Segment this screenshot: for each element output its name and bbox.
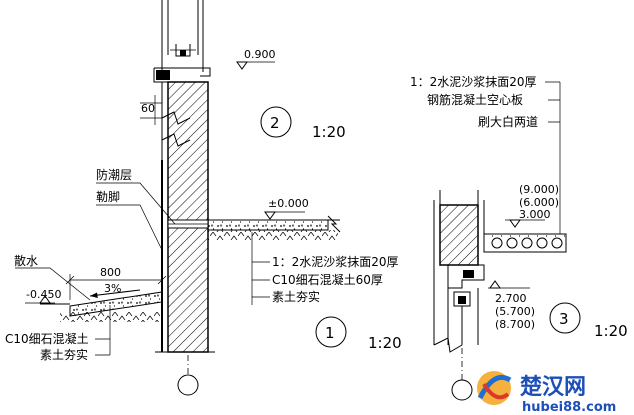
label-damp-proof: 防潮层 — [96, 167, 132, 182]
elevation-5700: (5.700) — [495, 305, 535, 318]
watermark: 楚汉网 hubei88.com — [477, 371, 616, 415]
elevation-ground: -0.450 — [26, 288, 61, 301]
ceiling-layer-1: 1：2水泥沙浆抹面20厚 — [410, 74, 537, 89]
detail-2-number: 2 — [270, 114, 280, 132]
detail-3-circle — [549, 302, 581, 334]
elevation-6000: (6.000) — [519, 196, 559, 209]
detail-1-scale: 1:20 — [368, 334, 402, 352]
detail-2-circle — [260, 106, 292, 138]
apron-layer-1: C10细石混凝土 — [5, 331, 89, 346]
label-plinth: 勒脚 — [96, 189, 120, 204]
detail-2-scale: 1:20 — [312, 123, 346, 141]
floor-slab — [207, 215, 341, 240]
elevation-0900: 0.900 — [244, 48, 276, 61]
ceiling-layer-3: 刷大白两道 — [478, 114, 538, 129]
dimension-60: 60 — [141, 102, 155, 115]
detail-2-markers — [140, 61, 347, 348]
elevation-markers-1 — [25, 211, 305, 304]
elevation-2700: 2.700 — [495, 292, 527, 305]
elevation-8700: (8.700) — [495, 318, 535, 331]
detail-3-leaders — [488, 81, 561, 289]
apron-layer-2: 素土夯实 — [40, 347, 88, 362]
elevation-3000: 3.000 — [519, 208, 551, 221]
floor-layer-3: 素土夯实 — [272, 289, 320, 304]
elevation-floor: ±0.000 — [268, 197, 309, 210]
axis-bubble — [177, 374, 199, 396]
dimension-800 — [65, 274, 167, 300]
brick-wall-hatch — [167, 81, 209, 353]
ceiling-layer-2: 钢筋混凝土空心板 — [427, 92, 523, 107]
apron-width: 800 — [100, 266, 121, 279]
detail-1-leaders — [15, 182, 270, 356]
detail-1-circle — [315, 316, 347, 348]
watermark-brand: 楚汉网 — [520, 375, 586, 400]
detail-3-wall — [433, 190, 581, 401]
label-apron: 散水 — [14, 253, 38, 268]
floor-layer-2: C10细石混凝土60厚 — [272, 272, 383, 287]
detail-3-scale: 1:20 — [594, 322, 628, 340]
apron-slope: 3% — [104, 282, 121, 295]
floor-layer-1: 1：2水泥沙浆抹面20厚 — [272, 254, 399, 269]
watermark-site: hubei88.com — [522, 400, 616, 415]
elevation-9000: (9.000) — [519, 183, 559, 196]
detail-3-number: 3 — [559, 310, 569, 328]
detail-1-wall — [153, 0, 215, 396]
detail-1-number: 1 — [325, 324, 335, 342]
